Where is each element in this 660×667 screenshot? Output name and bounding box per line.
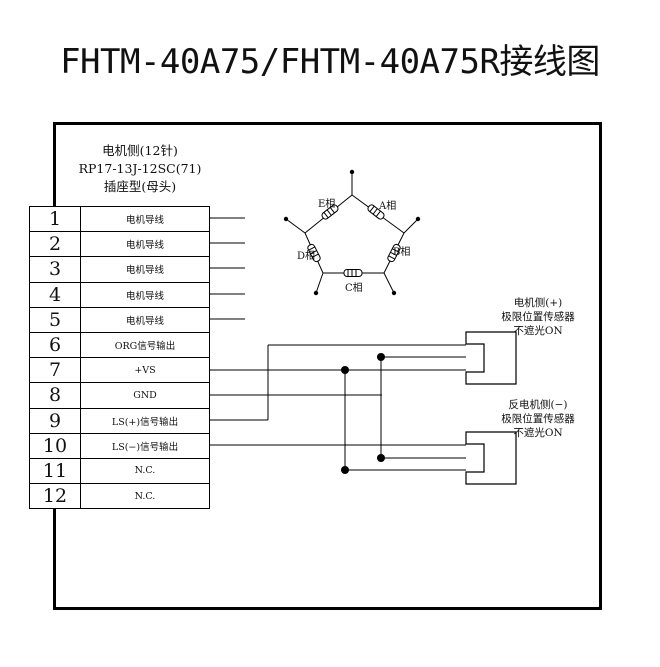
pin-number: 5	[29, 306, 81, 333]
pin-signal: 电机导线	[80, 256, 210, 283]
pin-number: 10	[29, 432, 81, 459]
sensor-plus-line3: 不遮光ON	[513, 325, 563, 337]
coil-c	[343, 269, 363, 277]
phase-label-d: D相	[297, 251, 316, 262]
phase-lead-left	[285, 218, 306, 234]
junction-dot	[377, 454, 385, 462]
connector-label-line1: 电机侧(12针)	[102, 143, 178, 158]
sensor-minus-label: 反电机侧(−) 极限位置传感器 不遮光ON	[483, 398, 593, 440]
pin-signal: GND	[80, 382, 210, 409]
terminal-dot	[391, 290, 397, 296]
sensor-minus-line3: 不遮光ON	[513, 427, 563, 439]
pin-signal: 电机导线	[80, 281, 210, 308]
pin-number: 12	[29, 483, 81, 510]
pin-number: 6	[29, 331, 81, 359]
sensor-plus-label: 电机侧(+) 极限位置传感器 不遮光ON	[483, 296, 593, 338]
phase-lead-bottomleft	[315, 272, 324, 294]
phase-label-b: B相	[393, 247, 411, 258]
pin-number: 2	[29, 231, 81, 258]
sensor-minus-line2: 极限位置传感器	[501, 413, 575, 425]
pin-number: 8	[29, 382, 81, 409]
pin-number: 4	[29, 281, 81, 308]
phase-label-c: C相	[345, 283, 363, 294]
terminal-dot	[313, 290, 319, 296]
pin-number: 9	[29, 407, 81, 434]
sensor-plus-line2: 极限位置传感器	[501, 311, 575, 323]
pin-signal: 电机导线	[80, 231, 210, 258]
pin-signal: LS(−)信号输出	[80, 432, 210, 459]
terminal-dot	[349, 169, 355, 175]
diagram-title: FHTM-40A75/FHTM-40A75R接线图	[60, 42, 600, 82]
pin-number: 1	[29, 205, 81, 233]
terminal-dot	[415, 216, 421, 222]
pin-signal: N.C.	[80, 457, 210, 485]
sensor-minus-line1: 反电机侧(−)	[508, 399, 568, 411]
connector-label-line2: RP17-13J-12SC(71)	[78, 161, 202, 176]
phase-label-a: A相	[379, 201, 397, 212]
pin-signal: ORG信号输出	[80, 331, 210, 359]
pin-signal: 电机导线	[80, 306, 210, 333]
phase-lead-bottomright	[383, 272, 395, 294]
coil-e	[321, 204, 339, 220]
sensor-minus-body	[465, 431, 517, 485]
junction-dot	[341, 366, 349, 374]
phase-label-e: E相	[318, 199, 336, 210]
pin-signal: LS(+)信号输出	[80, 407, 210, 434]
pin-number: 7	[29, 357, 81, 384]
junction-dot	[377, 353, 385, 361]
pin-signal: 电机导线	[80, 205, 210, 233]
pin-number: 11	[29, 457, 81, 485]
terminal-dot	[283, 216, 289, 222]
pin-signal: N.C.	[80, 483, 210, 510]
junction-dot	[341, 466, 349, 474]
coil-b	[387, 243, 401, 263]
sensor-plus-body	[465, 331, 517, 385]
phase-lead-right	[403, 218, 419, 234]
coil-a	[367, 204, 385, 220]
coil-d	[307, 243, 321, 263]
pin-number: 3	[29, 256, 81, 283]
connector-label-line3: 插座型(母头)	[103, 179, 177, 194]
pin-row: 7+VS	[29, 357, 210, 384]
pin-signal: +VS	[80, 357, 210, 384]
connector-label: 电机侧(12针) RP17-13J-12SC(71) 插座型(母头)	[60, 142, 220, 196]
sensor-plus-line1: 电机侧(+)	[513, 297, 563, 309]
